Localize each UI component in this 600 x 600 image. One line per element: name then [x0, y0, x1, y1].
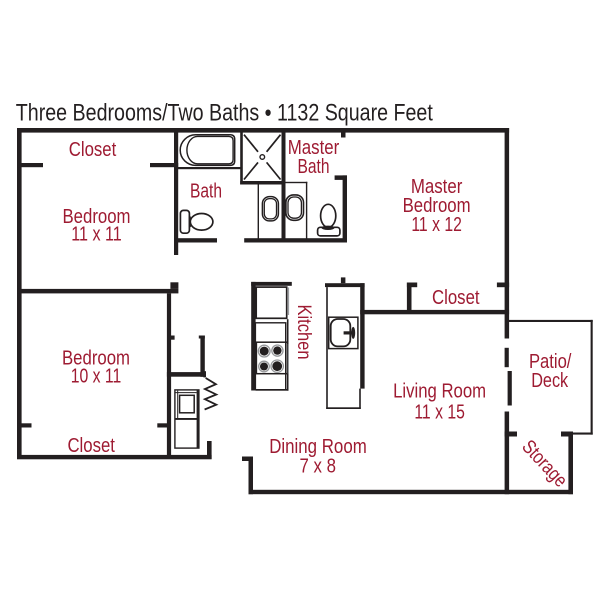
- svg-text:Deck: Deck: [531, 370, 569, 392]
- svg-text:Living Room: Living Room: [393, 380, 486, 402]
- svg-text:Master: Master: [411, 176, 463, 198]
- svg-text:7 x 8: 7 x 8: [299, 455, 336, 477]
- svg-text:10 x 11: 10 x 11: [71, 366, 122, 388]
- svg-text:Bedroom: Bedroom: [403, 195, 471, 217]
- svg-text:Closet: Closet: [69, 139, 117, 161]
- svg-text:Three Bedrooms/Two Baths • 113: Three Bedrooms/Two Baths • 1132 Square F…: [16, 100, 433, 127]
- svg-text:Closet: Closet: [432, 287, 480, 309]
- svg-text:11 x 11: 11 x 11: [71, 223, 122, 245]
- svg-text:Master: Master: [288, 137, 340, 159]
- svg-text:Patio/: Patio/: [529, 351, 572, 373]
- svg-text:11 x 15: 11 x 15: [414, 401, 465, 423]
- svg-text:Bedroom: Bedroom: [62, 348, 130, 370]
- svg-text:Bath: Bath: [298, 156, 330, 178]
- svg-text:Dining Room: Dining Room: [269, 436, 367, 458]
- svg-text:Closet: Closet: [67, 435, 115, 457]
- svg-text:Bath: Bath: [190, 181, 222, 203]
- svg-text:Bedroom: Bedroom: [63, 206, 131, 228]
- svg-text:Kitchen: Kitchen: [293, 305, 315, 360]
- svg-text:11 x 12: 11 x 12: [411, 214, 462, 236]
